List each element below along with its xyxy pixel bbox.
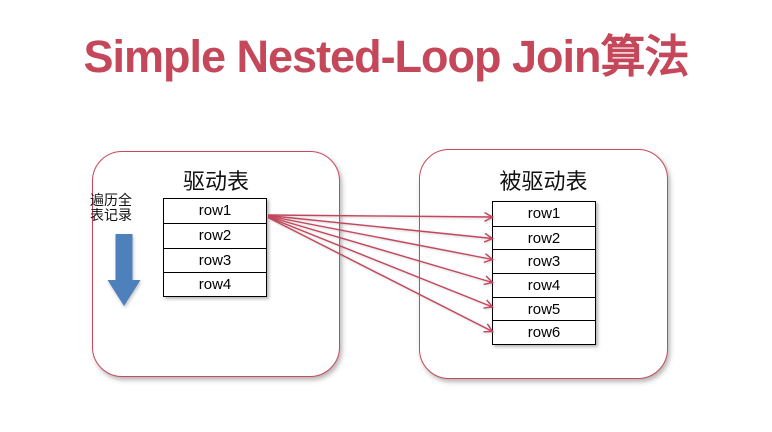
driven-table-row: row2 — [493, 225, 595, 250]
traverse-note-line2: 表记录 — [90, 207, 132, 223]
driven-table-row: row3 — [493, 249, 595, 273]
driving-table-row: row1 — [198, 202, 232, 219]
driven-table-row: row5 — [493, 296, 595, 321]
driven-table-row: row4 — [493, 273, 595, 297]
driving-table-panel-title: 驱动表 — [182, 169, 249, 194]
driven-table: row1 row2 row3 row4 row5 row6 — [492, 201, 596, 346]
driving-table-row: row4 — [164, 271, 266, 296]
driving-table-row: row3 — [164, 247, 266, 272]
traverse-note-line1: 遍历全 — [90, 192, 132, 208]
driven-table-panel-title: 被驱动表 — [499, 169, 588, 194]
traverse-note: 遍历全 表记录 — [87, 193, 135, 223]
driving-table: row1 row2 row3 row4 — [163, 198, 267, 298]
driving-table-row: row2 — [164, 223, 266, 247]
driven-table-row: row6 — [493, 320, 595, 344]
slide-title: Simple Nested-Loop Join算法 — [83, 31, 689, 82]
driven-table-row: row1 — [527, 205, 561, 222]
